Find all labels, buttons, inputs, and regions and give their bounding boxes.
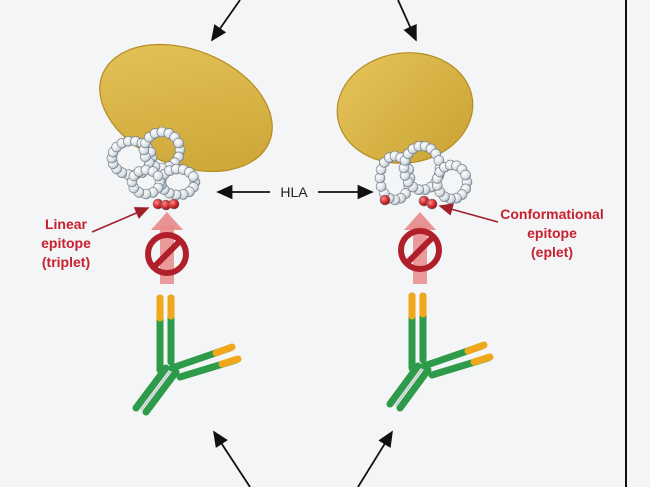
linear-label-line1: Linear (45, 216, 88, 232)
prohibition-icon-left (145, 232, 189, 276)
peptide-bead (460, 169, 472, 181)
antibody-icon-right (386, 292, 494, 412)
conformational-label-line1: Conformational (500, 206, 603, 222)
bottom-arrow-right (357, 430, 393, 487)
hla-label: HLA (280, 184, 308, 200)
bottom-arrow-left (213, 430, 251, 487)
hla-molecule-left (99, 43, 273, 211)
hla-molecule-right (336, 52, 474, 210)
epitope-bead (426, 198, 438, 210)
peptide-coil-right (374, 141, 473, 206)
peptide-coil-left (106, 126, 201, 201)
epitope-bead (379, 194, 391, 206)
conformational-label-line3: (eplet) (531, 244, 573, 260)
epitope-bead (168, 198, 180, 210)
antibody-icon-left (132, 294, 242, 416)
hla-body-right (336, 52, 474, 164)
conformational-label-line2: epitope (527, 225, 577, 241)
peptide-bead (188, 171, 199, 182)
top-arrow-right (397, 0, 417, 42)
linear-label-line2: epitope (41, 235, 91, 251)
peptide-bead (173, 137, 184, 149)
top-arrow-left (210, 0, 241, 42)
linear-label-line3: (triplet) (42, 254, 90, 270)
prohibition-icon-right (398, 228, 442, 272)
conformational-epitope-beads (379, 194, 438, 210)
peptide-bead (433, 155, 445, 166)
linear-epitope-beads (152, 198, 180, 211)
peptide-bead (152, 170, 164, 182)
linear-epitope-pointer-arrow (91, 207, 150, 233)
conformational-epitope-pointer-arrow (438, 203, 499, 223)
